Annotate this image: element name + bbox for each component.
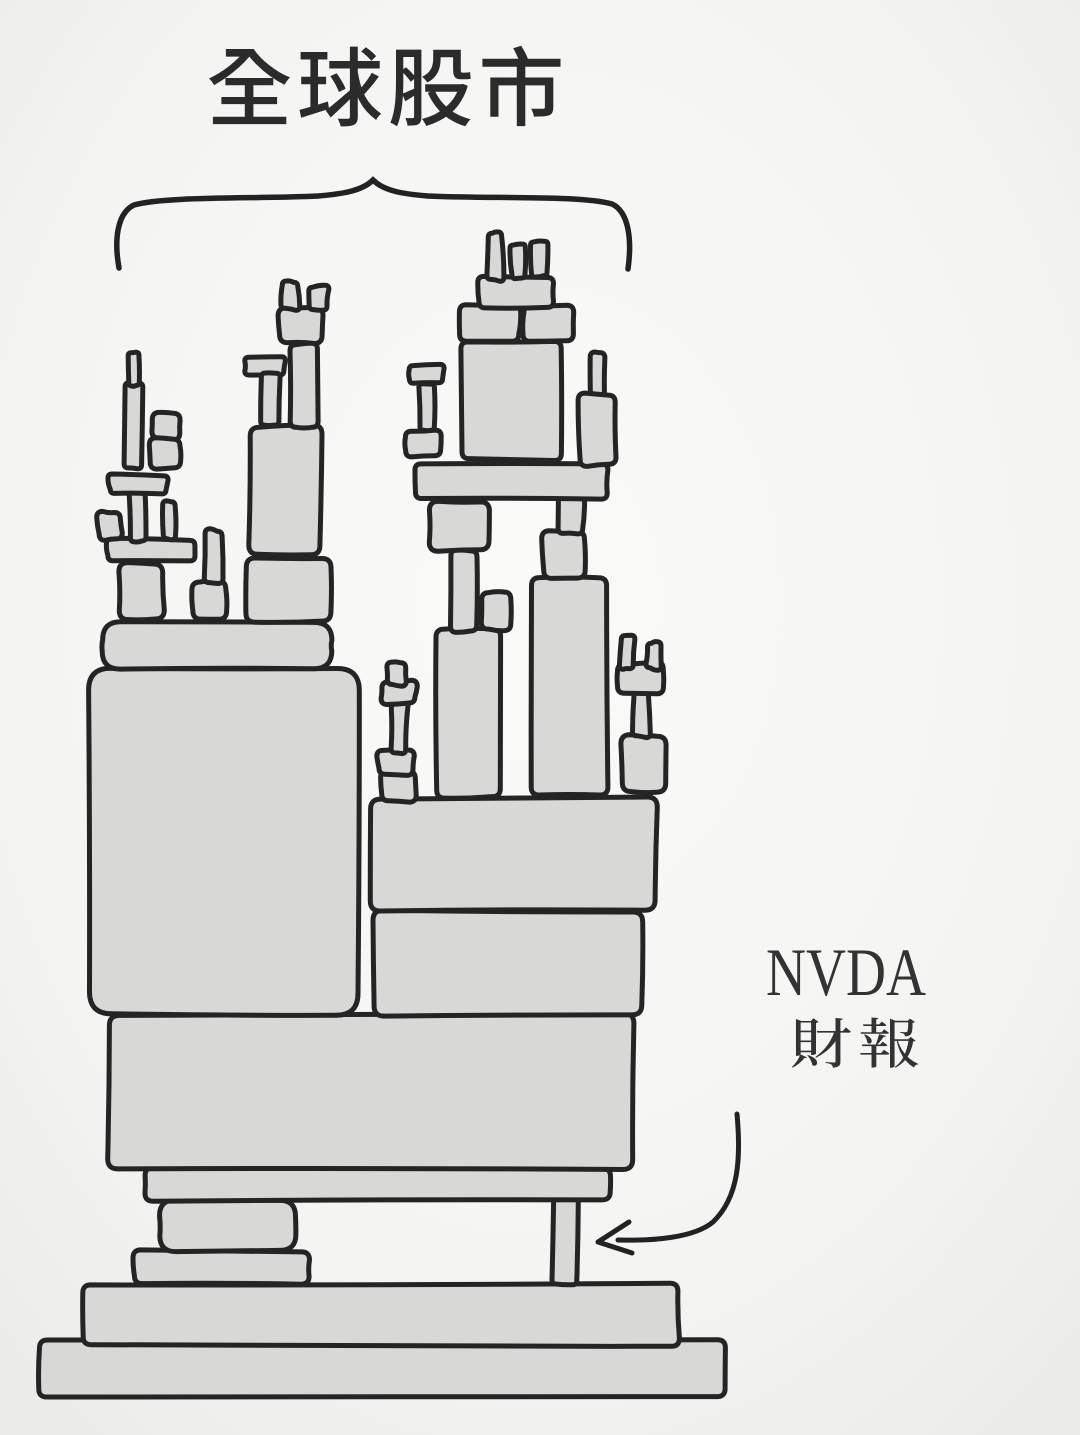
svg-text:NVDA: NVDA [766, 934, 926, 1010]
